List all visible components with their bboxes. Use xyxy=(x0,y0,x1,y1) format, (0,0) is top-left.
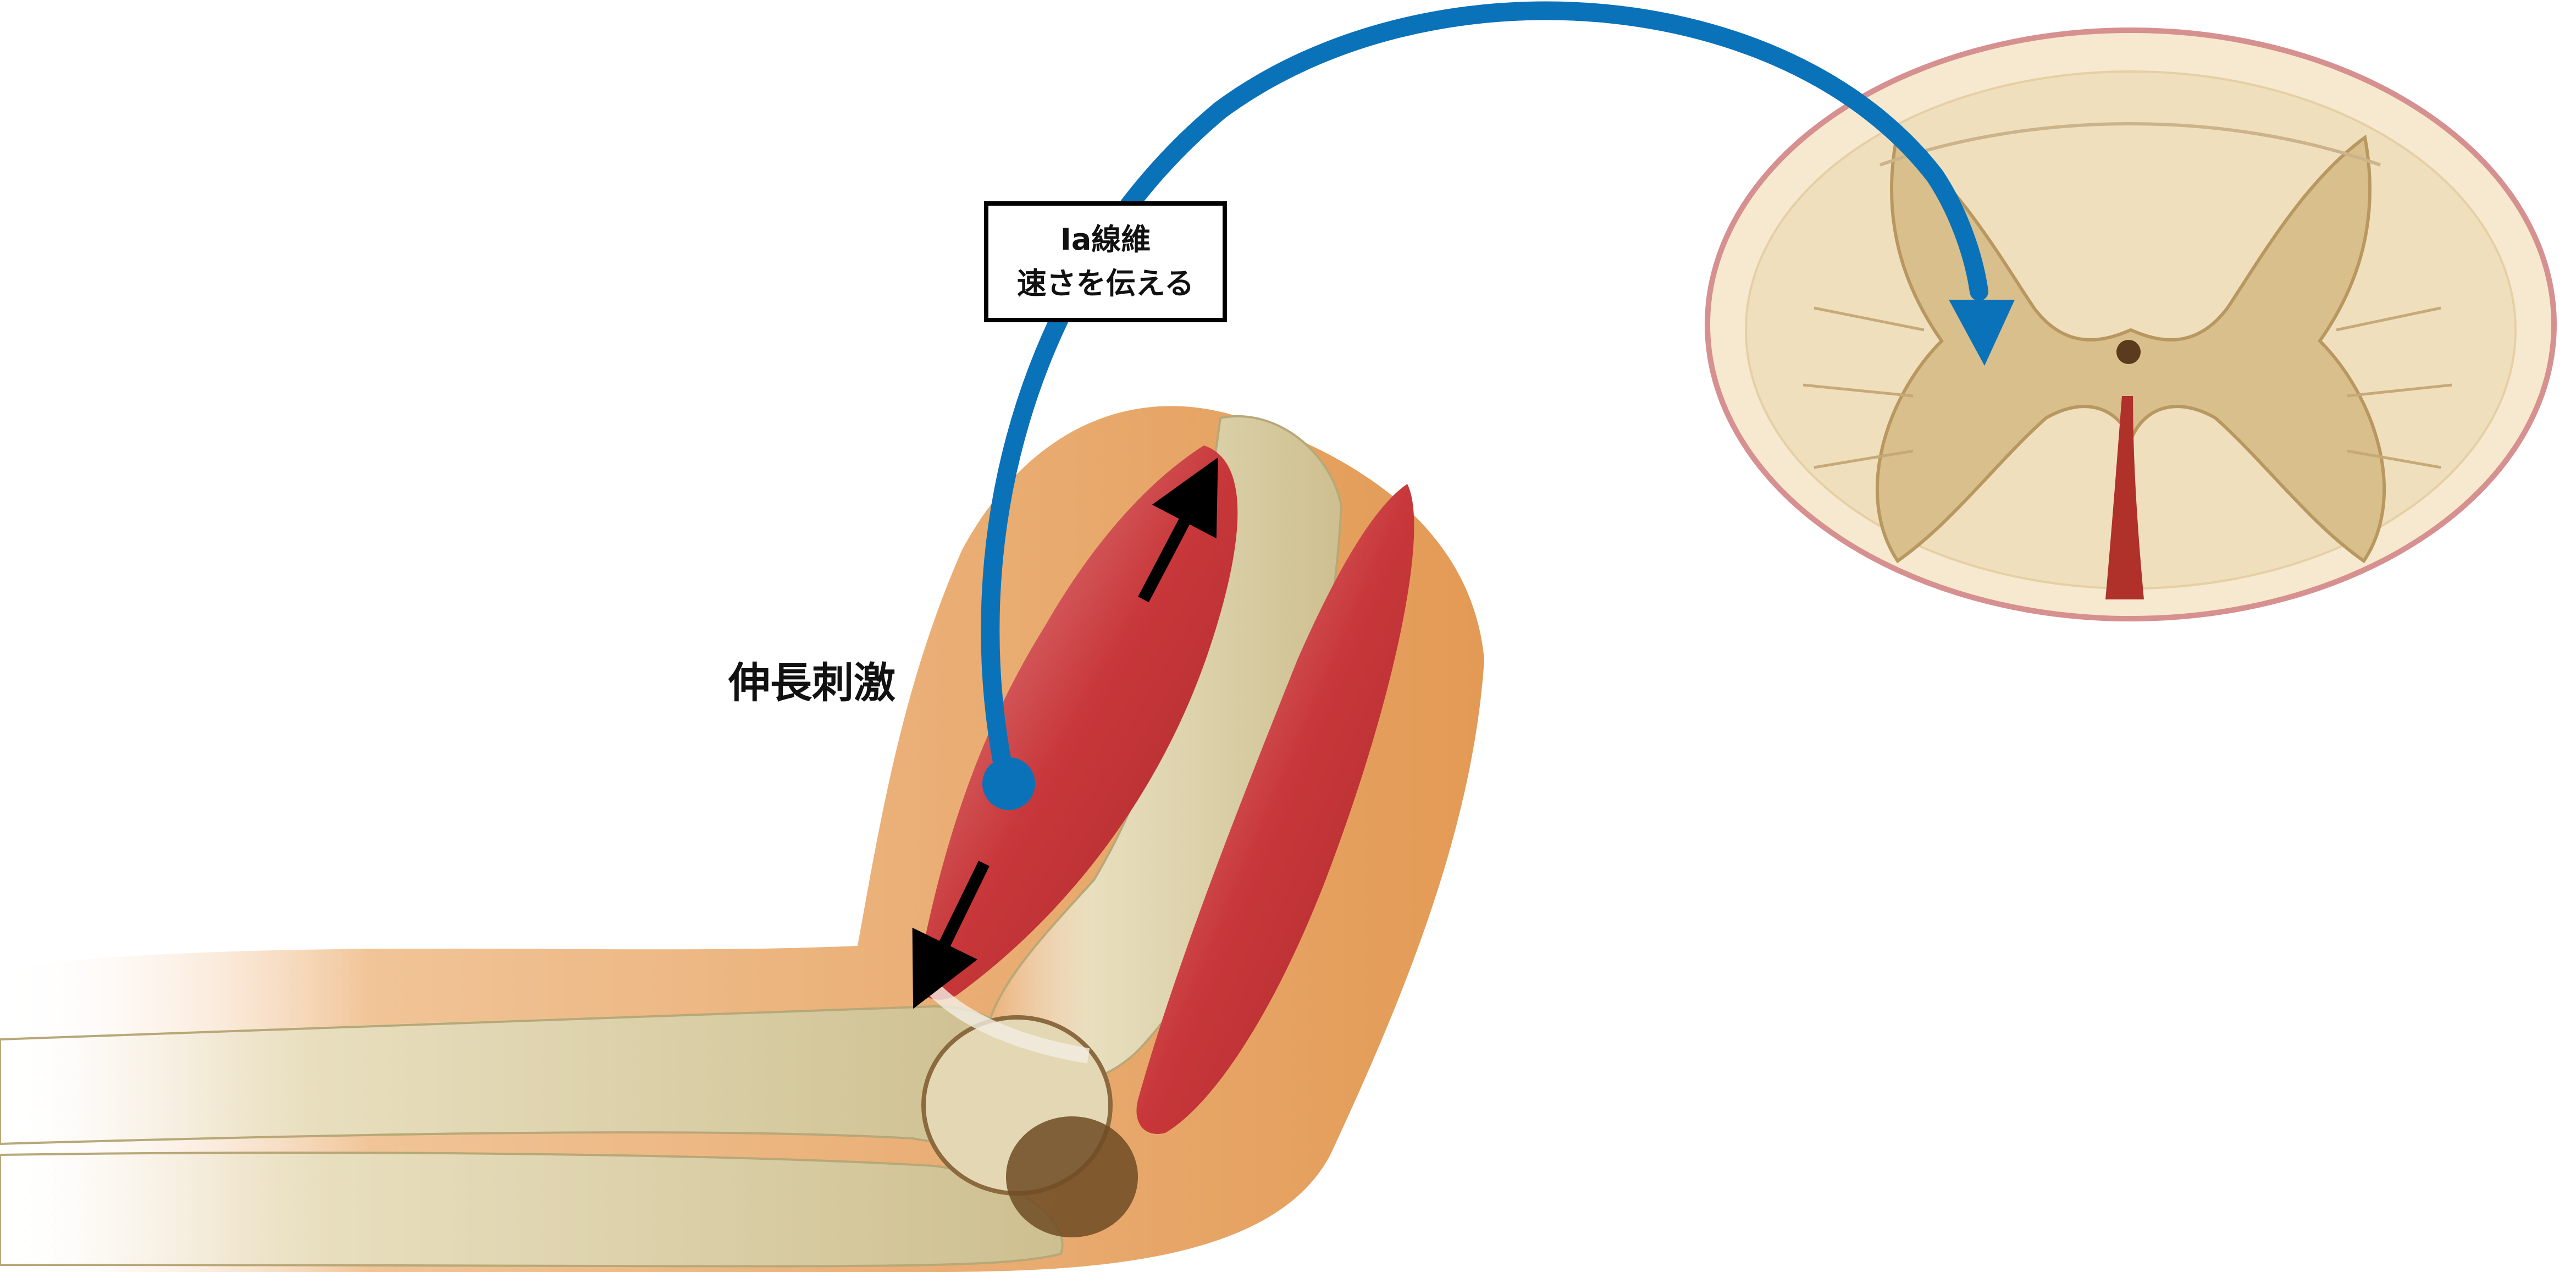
ia-fiber-label-line2: 速さを伝える xyxy=(1017,262,1194,306)
spinal-cord-cross-section xyxy=(1707,30,2554,619)
ia-fiber-label-line1: Ⅰa線維 xyxy=(1060,218,1151,262)
stretch-stimulus-label: 伸長刺激 xyxy=(728,649,895,709)
arm-muscle-illustration xyxy=(0,406,1484,1272)
receptor-dot xyxy=(982,757,1035,810)
ia-fiber-label-box: Ⅰa線維 速さを伝える xyxy=(984,201,1227,322)
